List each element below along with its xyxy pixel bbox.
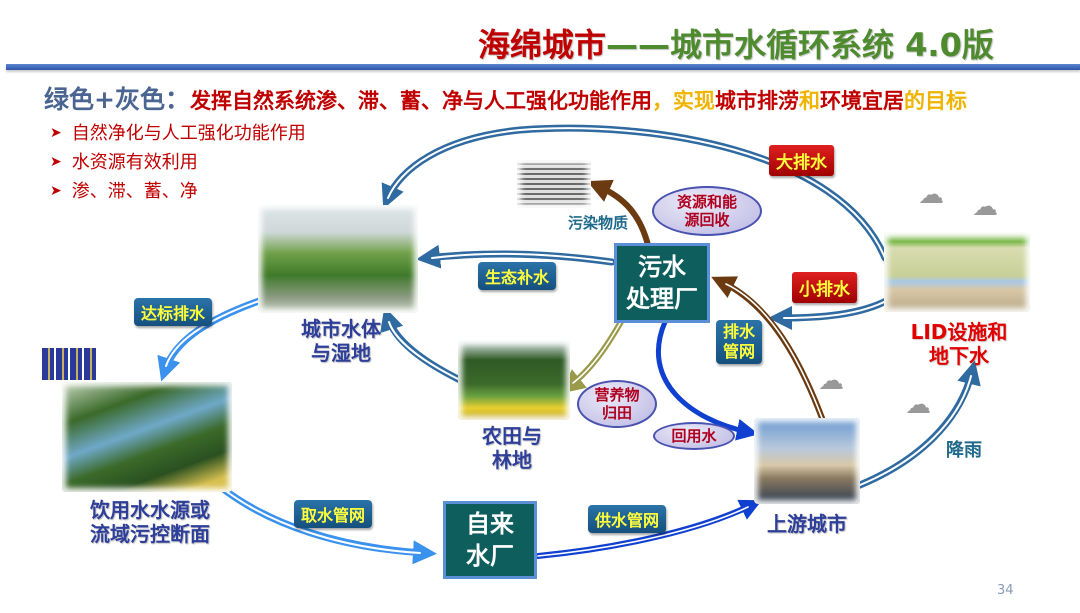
title-divider (6, 64, 1080, 70)
node-pollutants-label: 污染物质 (568, 214, 629, 232)
subtitle-seg: 和 (798, 89, 820, 113)
page-title: 海绵城市——城市水循环系统 4.0版 (478, 20, 994, 66)
drinking-source-photo (62, 382, 232, 492)
nutrients-return-oval: 营养物 归田 (577, 380, 657, 428)
lid-facility-diagram (884, 232, 1030, 312)
rain-cloud-icon: ☁ (818, 366, 844, 396)
subtitle: 绿色+灰色：发挥自然系统渗、滞、蓄、净与人工强化功能作用，实现城市排涝和环境宜居… (44, 80, 967, 116)
bullet-item: ➤渗、滞、蓄、净 (50, 177, 306, 206)
node-urban-water-label: 城市水体 与湿地 (301, 317, 381, 365)
upstream-city-photo (754, 418, 860, 504)
intake-network-tag: 取水管网 (294, 500, 373, 528)
big-drainage-tag: 大排水 (769, 145, 834, 176)
subtitle-seg: 发挥自然系统渗、滞、蓄、净与人工强化功能作用 (189, 89, 652, 113)
node-drinking-source-label: 饮用水水源或 流域污控断面 (90, 498, 210, 546)
bullet-arrow-icon: ➤ (50, 154, 62, 170)
drain-network-tag: 排水 管网 (716, 320, 763, 364)
reclaimed-water-oval: 回用水 (653, 422, 735, 450)
rain-cloud-icon: ☁ (905, 390, 931, 420)
title-sub: ——城市水循环系统 4.0版 (606, 26, 994, 64)
node-farmland-label: 农田与 林地 (482, 424, 542, 472)
rain-cloud-icon: ☁ (918, 180, 944, 210)
rain-cloud-icon: ☁ (972, 192, 998, 222)
subtitle-seg: ，实现 (651, 89, 715, 113)
subtitle-lead: 绿色+灰色： (44, 85, 190, 114)
urban-water-photo (258, 205, 418, 313)
waterworks-box: 自来 水厂 (443, 501, 537, 579)
bullet-item: ➤水资源有效利用 (50, 148, 306, 177)
bullet-arrow-icon: ➤ (50, 125, 62, 141)
subtitle-seg: 城市排涝 (714, 89, 799, 113)
page-number: 34 (997, 583, 1014, 598)
small-drainage-tag: 小排水 (792, 272, 857, 303)
city-skyline-icon (42, 348, 98, 380)
resource-recovery-oval: 资源和能 源回收 (652, 186, 762, 236)
node-upstream-city-label: 上游城市 (767, 512, 847, 536)
supply-network-tag: 供水管网 (588, 505, 667, 533)
bullet-item: ➤自然净化与人工强化功能作用 (50, 119, 306, 148)
bullet-arrow-icon: ➤ (50, 183, 62, 199)
wwtp-box: 污水 处理厂 (614, 243, 710, 323)
farmland-photo (458, 340, 570, 420)
rainfall-label: 降雨 (946, 440, 982, 461)
node-lid-label: LID设施和 地下水 (910, 320, 1008, 368)
subtitle-seg: 环境宜居 (819, 89, 904, 113)
title-main: 海绵城市 (478, 26, 607, 64)
subtitle-seg: 的目标 (903, 89, 967, 113)
pollutants-photo (517, 160, 591, 208)
eco-replenish-tag: 生态补水 (478, 262, 557, 290)
standard-discharge-tag: 达标排水 (134, 298, 213, 326)
bullet-list: ➤自然净化与人工强化功能作用 ➤水资源有效利用 ➤渗、滞、蓄、净 (50, 119, 306, 206)
